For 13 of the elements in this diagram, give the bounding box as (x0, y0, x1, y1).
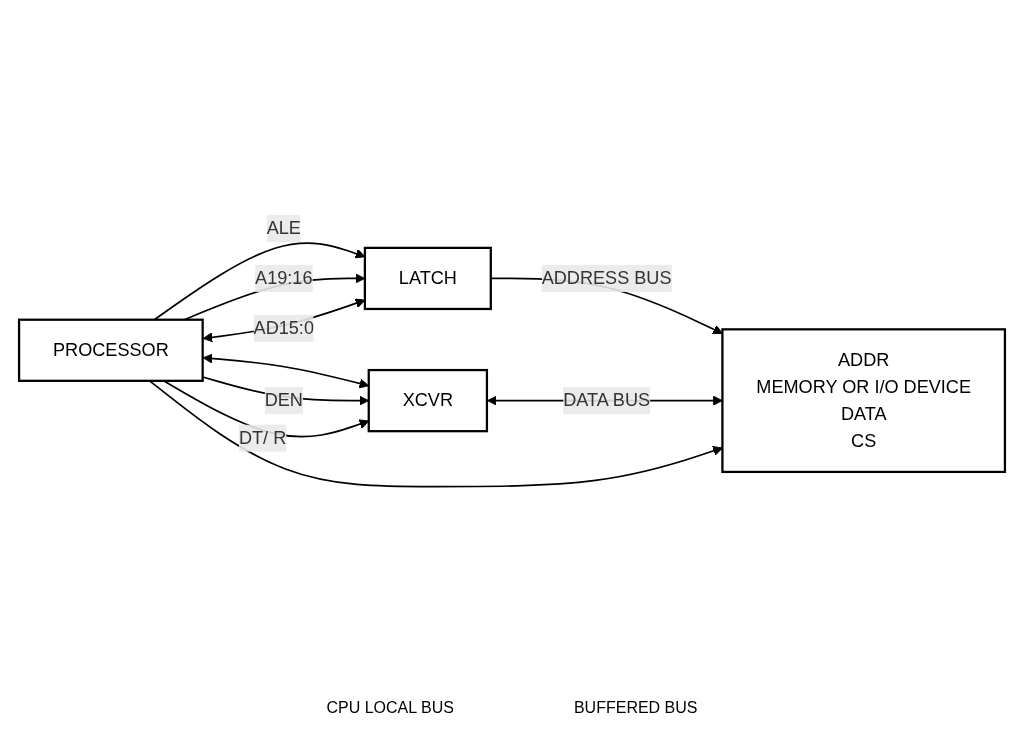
edge-label: ALE (266, 218, 301, 238)
edge-label: ADDRESS BUS (541, 267, 672, 288)
node-box: XCVR (367, 368, 489, 432)
edge-label: DEN (264, 390, 303, 410)
node-box: ADDR MEMORY OR I/O DEVICE DATA CS (721, 327, 1007, 473)
edge-label: A19:16 (255, 267, 313, 288)
node-box: PROCESSOR (17, 318, 204, 382)
edge-label: DATA BUS (563, 390, 651, 410)
edge-label: AD15:0 (253, 317, 314, 337)
bus-label: BUFFERED BUS (573, 699, 698, 717)
bus-label: CPU LOCAL BUS (326, 699, 454, 717)
node-box: LATCH (363, 246, 492, 310)
edge-label: DT/ R (238, 427, 287, 447)
